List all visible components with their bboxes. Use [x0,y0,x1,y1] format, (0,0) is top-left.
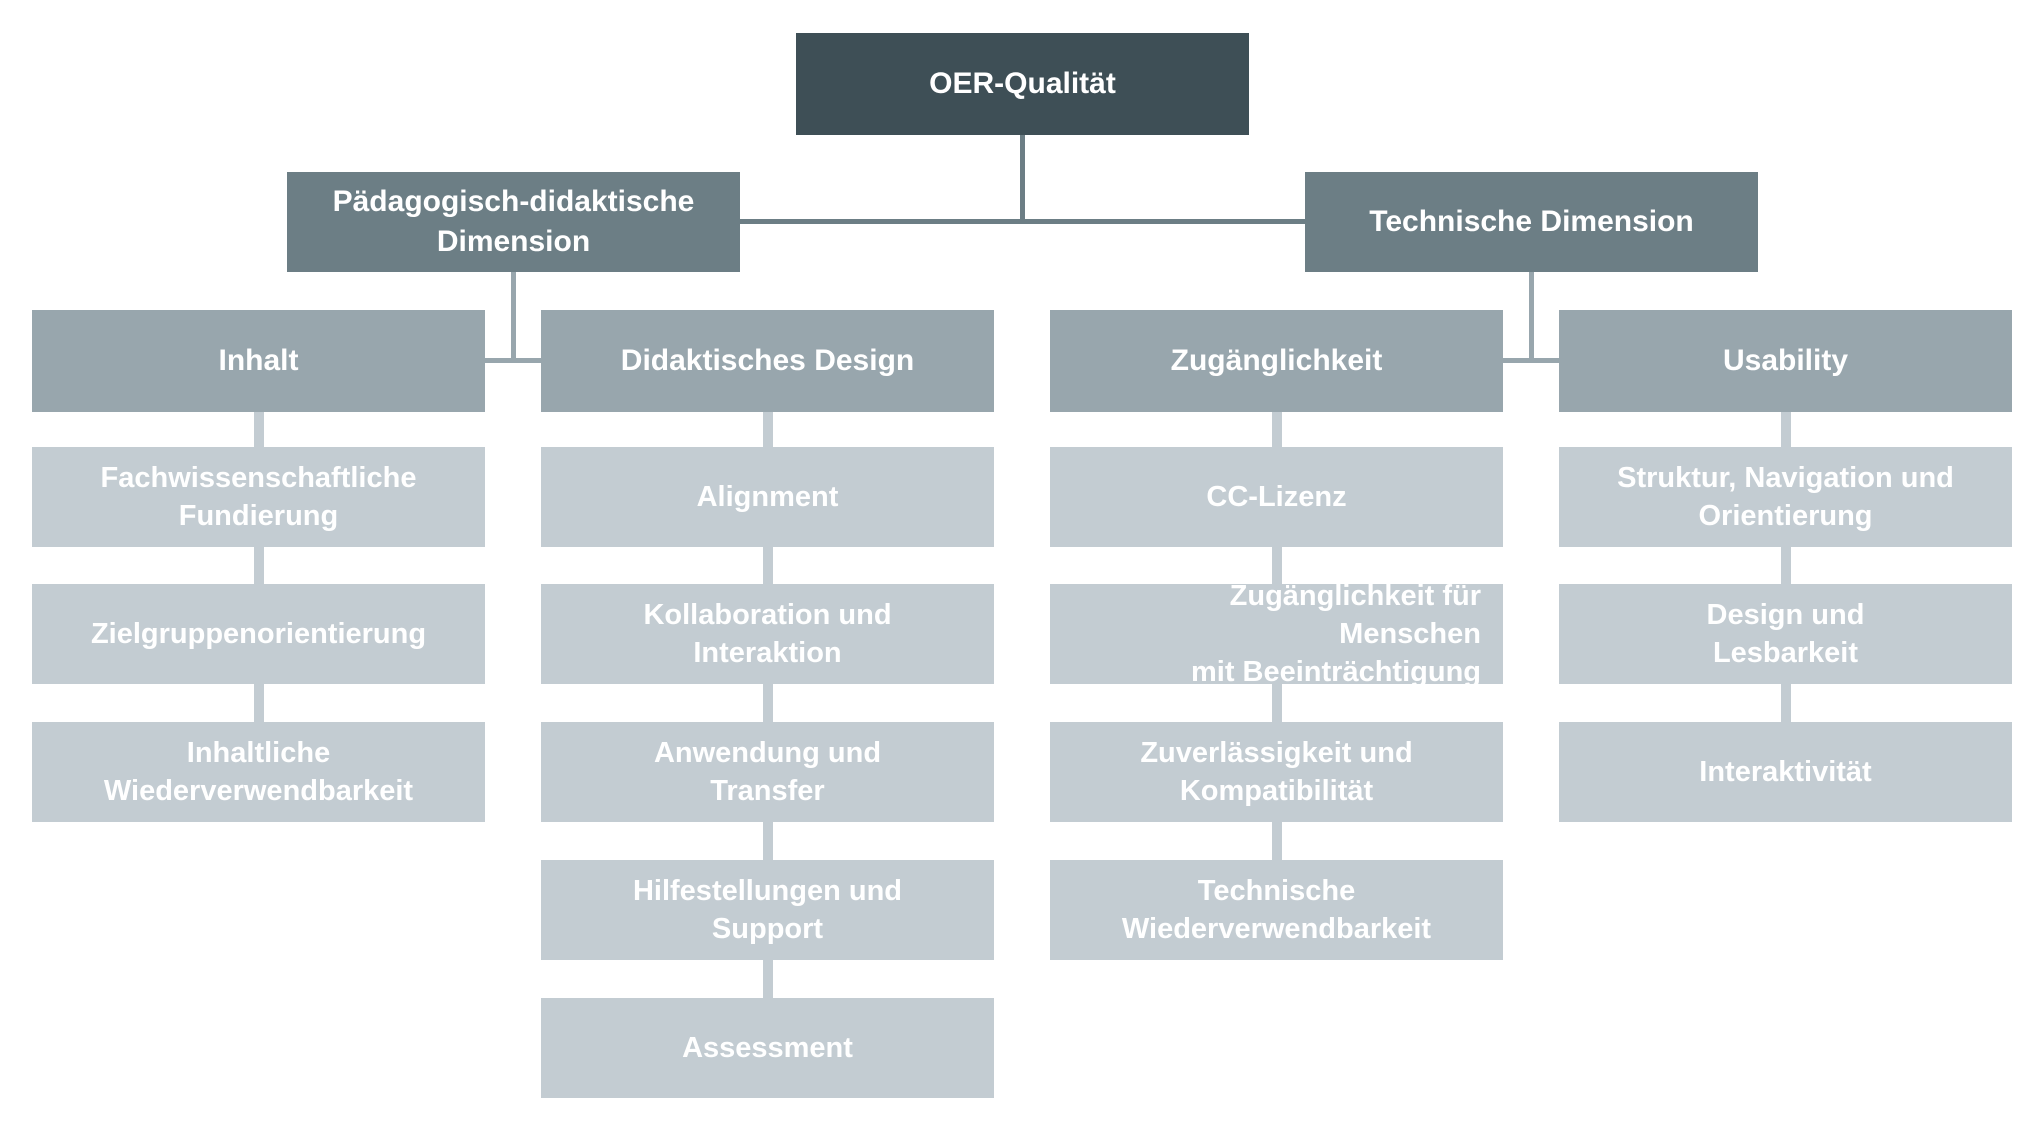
item-node-inhaltliche-wiederverwendbarkeit: Inhaltliche Wiederverwendbarkeit [32,722,485,822]
connector-column-1-spine [254,412,264,732]
item-node-interaktivitaet: Interaktivität [1559,722,2012,822]
connector-dimension-left-horizontal [485,358,541,363]
item-node-fachwissenschaftliche-fundierung: Fachwissenschaftliche Fundierung [32,447,485,547]
connector-root-vertical [1020,135,1025,224]
item-node-zugaenglichkeit-fuer-menschen-mit-beeintraechtigung: Zugänglichkeit für Menschen mit Beeinträ… [1050,580,1503,688]
connector-column-4-spine [1781,412,1791,732]
dimension-node-paedagogisch-didaktisch: Pädagogisch-didaktische Dimension [287,172,740,272]
category-node-inhalt: Inhalt [32,310,485,412]
category-node-didaktisches-design: Didaktisches Design [541,310,994,412]
dimension-node-technisch: Technische Dimension [1305,172,1758,272]
item-node-hilfestellungen-und-support: Hilfestellungen und Support [541,860,994,960]
item-node-zuverlaessigkeit-und-kompatibilitaet: Zuverlässigkeit und Kompatibilität [1050,722,1503,822]
root-node: OER-Qualität [796,33,1249,135]
item-node-zielgruppenorientierung: Zielgruppenorientierung [32,584,485,684]
item-node-design-und-lesbarkeit: Design und Lesbarkeit [1559,584,2012,684]
connector-column-2-spine [763,412,773,1008]
item-node-technische-wiederverwendbarkeit: Technische Wiederverwendbarkeit [1050,860,1503,960]
item-node-assessment: Assessment [541,998,994,1098]
category-node-zugaenglichkeit: Zugänglichkeit [1050,310,1503,412]
item-node-cc-lizenz: CC-Lizenz [1050,447,1503,547]
connector-dimension-right-vertical [1529,272,1534,363]
category-node-usability: Usability [1559,310,2012,412]
item-node-alignment: Alignment [541,447,994,547]
connector-dimension-left-vertical [511,272,516,363]
item-node-anwendung-und-transfer: Anwendung und Transfer [541,722,994,822]
connector-dimension-right-horizontal [1503,358,1559,363]
item-node-kollaboration-und-interaktion: Kollaboration und Interaktion [541,584,994,684]
connector-root-horizontal [740,219,1305,224]
item-node-struktur-navigation-und-orientierung: Struktur, Navigation und Orientierung [1559,447,2012,547]
